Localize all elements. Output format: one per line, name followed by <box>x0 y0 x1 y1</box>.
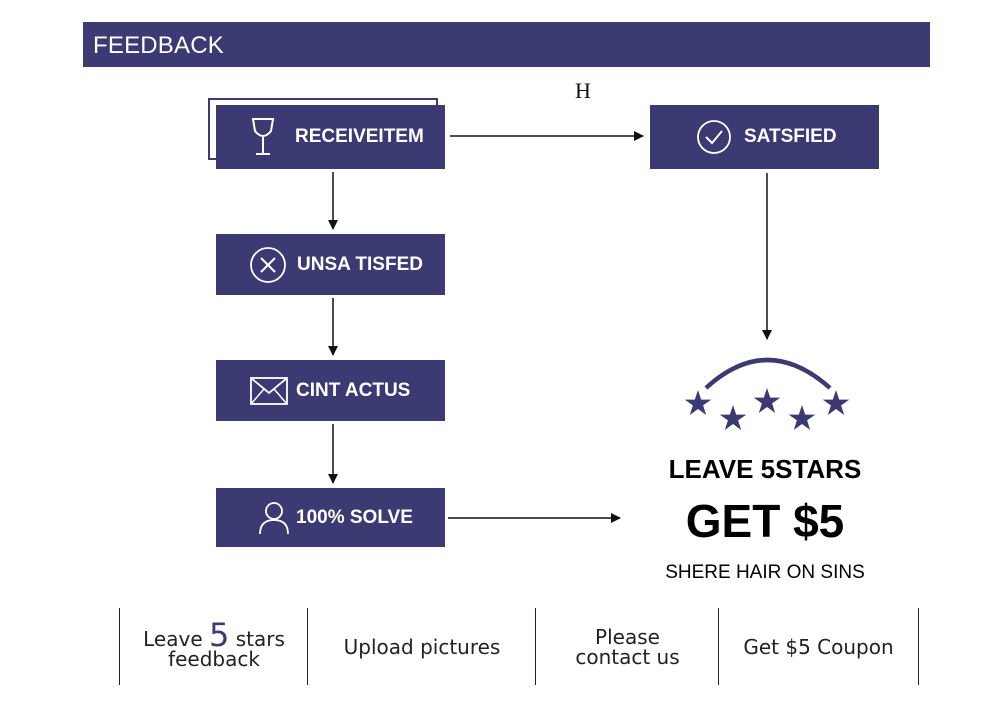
step1-line2: feedback <box>168 646 260 671</box>
page-title: FEEDBACK <box>93 32 224 59</box>
stray-mark: H <box>575 78 591 103</box>
step-leave-stars: Leave 5 stars feedback <box>119 608 308 685</box>
unsatisfied-label: UNSA TISFED <box>297 253 423 275</box>
step3-line1: Please <box>595 624 660 649</box>
envelope-icon <box>250 376 288 405</box>
step1-post-text: stars <box>235 626 285 651</box>
five-stars-icon <box>684 357 850 430</box>
receive-item-label: RECEIVEITEM <box>295 126 424 147</box>
step3-line2: contact us <box>575 644 680 669</box>
solve-box: 100% SOLVE <box>216 488 445 547</box>
wine-glass-icon <box>249 117 277 157</box>
header-bar: FEEDBACK <box>83 22 930 67</box>
contact-box: CINT ACTUS <box>216 360 445 421</box>
step-upload-pictures: Upload pictures <box>307 608 536 685</box>
reward-amount: GET $5 <box>685 495 845 547</box>
satisfied-box: SATSFIED <box>650 105 879 169</box>
user-icon <box>258 501 290 535</box>
reward-headline: LEAVE 5STARS <box>668 454 862 484</box>
x-circle-icon <box>249 246 287 284</box>
solve-label: 100% SOLVE <box>296 506 413 528</box>
step2-text: Upload pictures <box>343 634 501 659</box>
step1-pre-text: Leave <box>143 626 203 651</box>
receive-item-box: RECEIVEITEM <box>216 105 445 169</box>
star-icon <box>753 388 781 413</box>
star-icon <box>822 390 850 415</box>
satisfied-label: SATSFIED <box>744 126 837 147</box>
star-icon <box>684 390 712 415</box>
check-circle-icon <box>696 119 732 155</box>
star-icon <box>788 405 816 430</box>
step-get-coupon: Get $5 Coupon <box>718 608 919 685</box>
star-icon <box>719 405 747 430</box>
unsatisfied-box: UNSA TISFED <box>216 234 445 295</box>
contact-label: CINT ACTUS <box>296 379 411 401</box>
step1-number: 5 <box>208 615 230 654</box>
step-contact-us: Please contact us <box>535 608 719 685</box>
reward-subtext: SHERE HAIR ON SINS <box>665 562 865 583</box>
step4-text: Get $5 Coupon <box>743 634 894 659</box>
